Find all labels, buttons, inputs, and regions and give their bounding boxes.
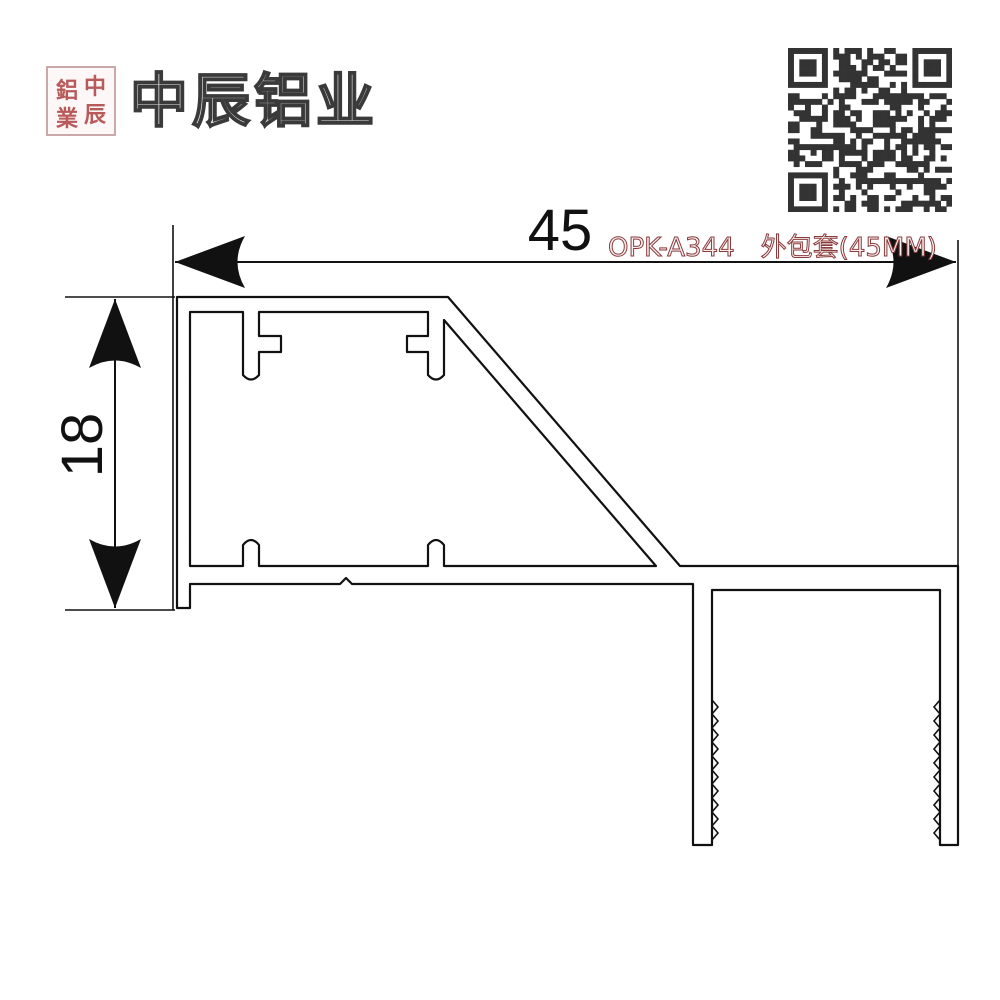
height-arrow-bottom: [89, 539, 141, 608]
aluminum-profile-section: [175, 295, 960, 847]
height-dimension: 18: [50, 299, 141, 608]
width-dimension: 45: [175, 198, 956, 288]
seal-char-2: 鋁: [56, 78, 79, 104]
seal-char-1: 中: [84, 74, 107, 100]
seal-char-3: 辰: [84, 102, 107, 128]
model-label: OPK-A344 外包套(45MM): [608, 233, 938, 264]
brand-name: 中辰铝业: [129, 66, 379, 136]
width-arrow-left: [175, 236, 245, 288]
height-arrow-top: [89, 299, 141, 368]
extension-lines: [65, 225, 959, 845]
profile-outer-contour: [175, 295, 960, 847]
profile-inner-cavity: [188, 310, 658, 568]
seal-char-4: 業: [56, 106, 79, 132]
width-dimension-label: 45: [528, 198, 593, 263]
width-arrow-right: [886, 236, 956, 288]
left-leg-serration: [710, 699, 720, 841]
right-leg-serration: [932, 699, 942, 841]
leg-serrations: [710, 699, 942, 841]
height-dimension-label: 18: [50, 413, 115, 478]
qr-code-icon: [788, 48, 952, 212]
brand-seal-logo: 中 鋁 辰 業: [46, 66, 116, 136]
